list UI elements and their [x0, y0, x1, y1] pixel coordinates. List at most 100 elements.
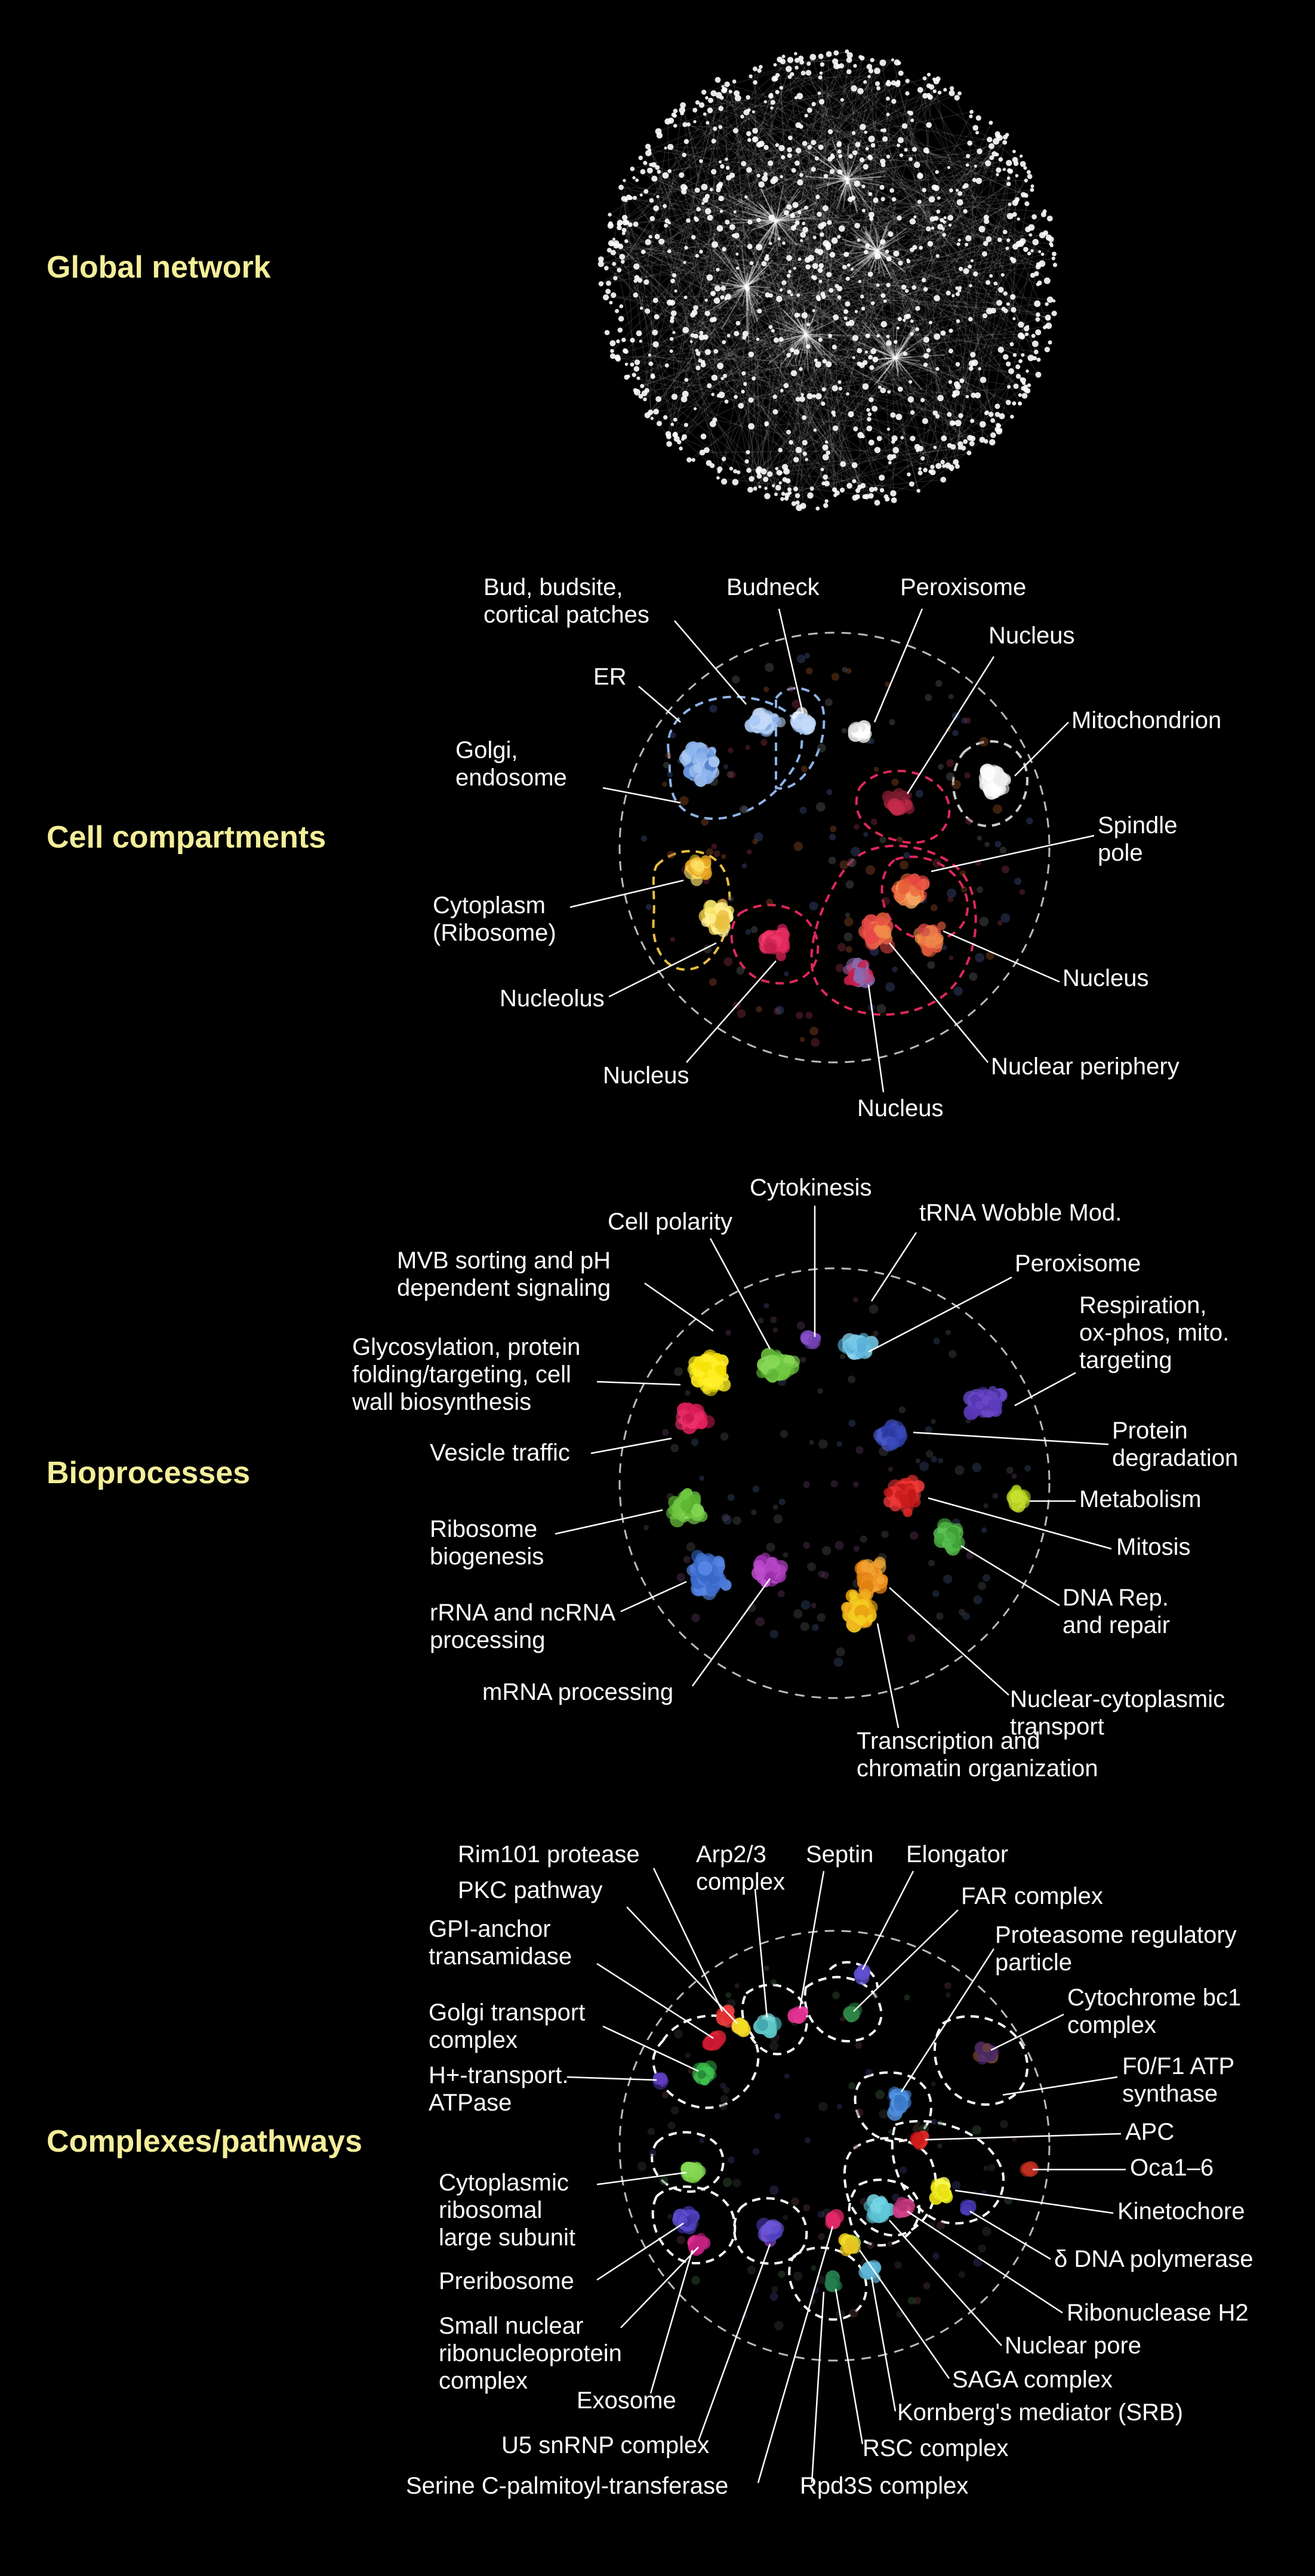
network-edge — [747, 171, 833, 452]
network-edge — [847, 170, 887, 180]
network-edge — [623, 198, 653, 419]
network-edge — [669, 128, 716, 444]
network-node — [1031, 334, 1036, 338]
nuclear-periphery-cluster — [858, 912, 895, 954]
network-node — [1048, 340, 1052, 345]
network-edge — [805, 334, 828, 363]
background-node — [772, 1327, 778, 1333]
network-edge — [657, 236, 727, 402]
network-node — [823, 474, 829, 480]
network-edge — [877, 226, 888, 251]
network-edge — [734, 273, 747, 287]
network-edge — [892, 199, 895, 494]
network-edge — [693, 189, 1033, 238]
network-node — [747, 220, 753, 225]
background-node — [844, 917, 854, 927]
network-node — [805, 70, 812, 76]
network-node — [802, 226, 809, 233]
network-edge — [763, 171, 833, 264]
network-node — [648, 353, 651, 357]
network-node — [975, 177, 983, 184]
cluster-node — [874, 1557, 886, 1569]
network-edge — [675, 57, 814, 420]
network-edge — [870, 358, 896, 374]
network-node — [618, 316, 624, 322]
background-node — [667, 2121, 676, 2130]
network-edge — [955, 153, 995, 463]
compartment-clusters — [640, 652, 1033, 1047]
network-node — [910, 332, 914, 336]
network-edge — [842, 238, 878, 251]
network-node — [1010, 294, 1016, 300]
background-node — [763, 1303, 769, 1309]
network-node — [804, 113, 808, 118]
network-node — [1009, 257, 1014, 261]
background-node — [915, 1458, 920, 1463]
network-edge — [716, 253, 985, 301]
network-edge — [979, 199, 1018, 369]
network-node — [718, 195, 724, 202]
network-edge — [861, 238, 878, 251]
network-node — [707, 214, 713, 221]
network-edge — [711, 144, 778, 190]
network-edge — [656, 208, 933, 220]
network-edge — [867, 245, 1004, 310]
background-node — [932, 858, 941, 868]
background-node — [983, 2165, 988, 2171]
network-edge — [709, 217, 835, 490]
network-edge — [746, 264, 754, 287]
cluster-node — [854, 967, 869, 983]
network-edge — [805, 334, 814, 338]
background-node — [831, 673, 839, 681]
background-node — [849, 2309, 858, 2318]
network-edge — [675, 258, 889, 435]
network-edge — [805, 309, 818, 335]
network-node — [815, 195, 820, 199]
network-node — [866, 64, 873, 70]
background-node — [855, 2108, 864, 2116]
network-node — [612, 261, 617, 266]
network-node — [652, 341, 659, 348]
network-node — [986, 307, 993, 315]
network-edge — [922, 146, 992, 459]
network-edge — [666, 94, 929, 226]
cell-compartments-title: Cell compartments — [47, 820, 326, 855]
network-edge — [861, 189, 1033, 297]
cluster-node — [792, 2008, 806, 2023]
background-node — [951, 779, 961, 790]
background-node — [1000, 913, 1011, 923]
network-edge — [862, 226, 878, 251]
network-edge — [751, 418, 869, 427]
label-er: ER — [593, 664, 627, 690]
network-edge — [654, 164, 1048, 350]
network-node — [673, 124, 677, 128]
network-edge — [1011, 242, 1036, 344]
network-node — [1024, 332, 1029, 337]
network-edge — [646, 95, 719, 391]
network-edge — [712, 70, 878, 321]
network-node — [768, 160, 774, 167]
network-node — [947, 166, 951, 170]
network-node — [630, 167, 635, 171]
cluster-node — [846, 2241, 859, 2254]
network-node — [954, 95, 960, 101]
network-node — [738, 402, 744, 409]
network-node — [868, 135, 875, 143]
network-edge — [829, 88, 879, 223]
network-edge — [768, 220, 777, 240]
network-edge — [725, 141, 1005, 300]
network-node — [852, 356, 855, 359]
network-node — [969, 440, 975, 446]
cluster-node — [693, 764, 703, 774]
background-node — [769, 2185, 779, 2195]
background-node — [845, 668, 852, 674]
network-edge — [789, 76, 1014, 310]
network-node — [794, 220, 800, 226]
network-edge — [815, 245, 868, 267]
network-node — [861, 208, 866, 212]
network-edge — [758, 131, 831, 473]
network-edge — [641, 164, 917, 196]
background-node — [792, 700, 801, 709]
network-node — [640, 249, 646, 254]
network-node — [690, 312, 695, 318]
